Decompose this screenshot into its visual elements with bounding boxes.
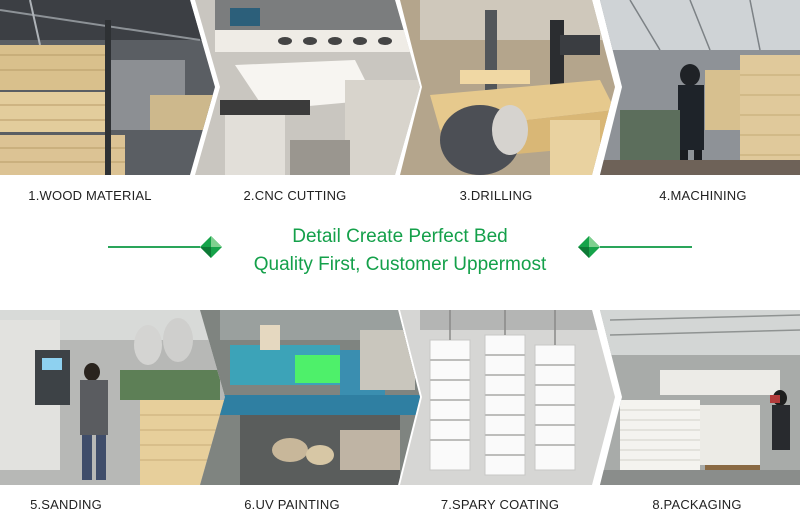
slogan-line-1: Detail Create Perfect Bed [292,226,508,247]
process-row-top: 1.WOOD MATERIAL 2.CNC CUTTING 3.DRILLING… [0,0,800,203]
spray-coating-photo [400,310,615,485]
cnc-cutting-photo [195,0,420,175]
left-diamond-icon [200,236,222,258]
slogan-line-2: Quality First, Customer Uppermost [253,254,547,275]
step-label-cnc-cutting: 2.CNC CUTTING [243,188,347,203]
step-label-drilling: 3.DRILLING [459,188,533,203]
step-label-machining: 4.MACHINING [659,188,747,203]
step-label-spray-coating: 7.SPARY COATING [440,497,560,512]
wood-material-photo [0,0,215,175]
machining-photo [600,0,800,175]
step-label-uv-painting: 6.UV PAINTING [244,497,340,512]
packaging-photo [600,310,800,485]
drilling-photo [400,0,615,175]
right-divider-line [600,246,692,248]
uv-painting-photo [200,310,420,485]
step-label-packaging: 8.PACKAGING [652,497,742,512]
process-row-bottom: 5.SANDING 6.UV PAINTING 7.SPARY COATING … [0,310,800,512]
left-divider-line [108,246,200,248]
step-label-wood-material: 1.WOOD MATERIAL [28,188,152,203]
sanding-photo [0,310,225,485]
step-label-sanding: 5.SANDING [30,497,102,512]
right-diamond-icon [578,236,600,258]
